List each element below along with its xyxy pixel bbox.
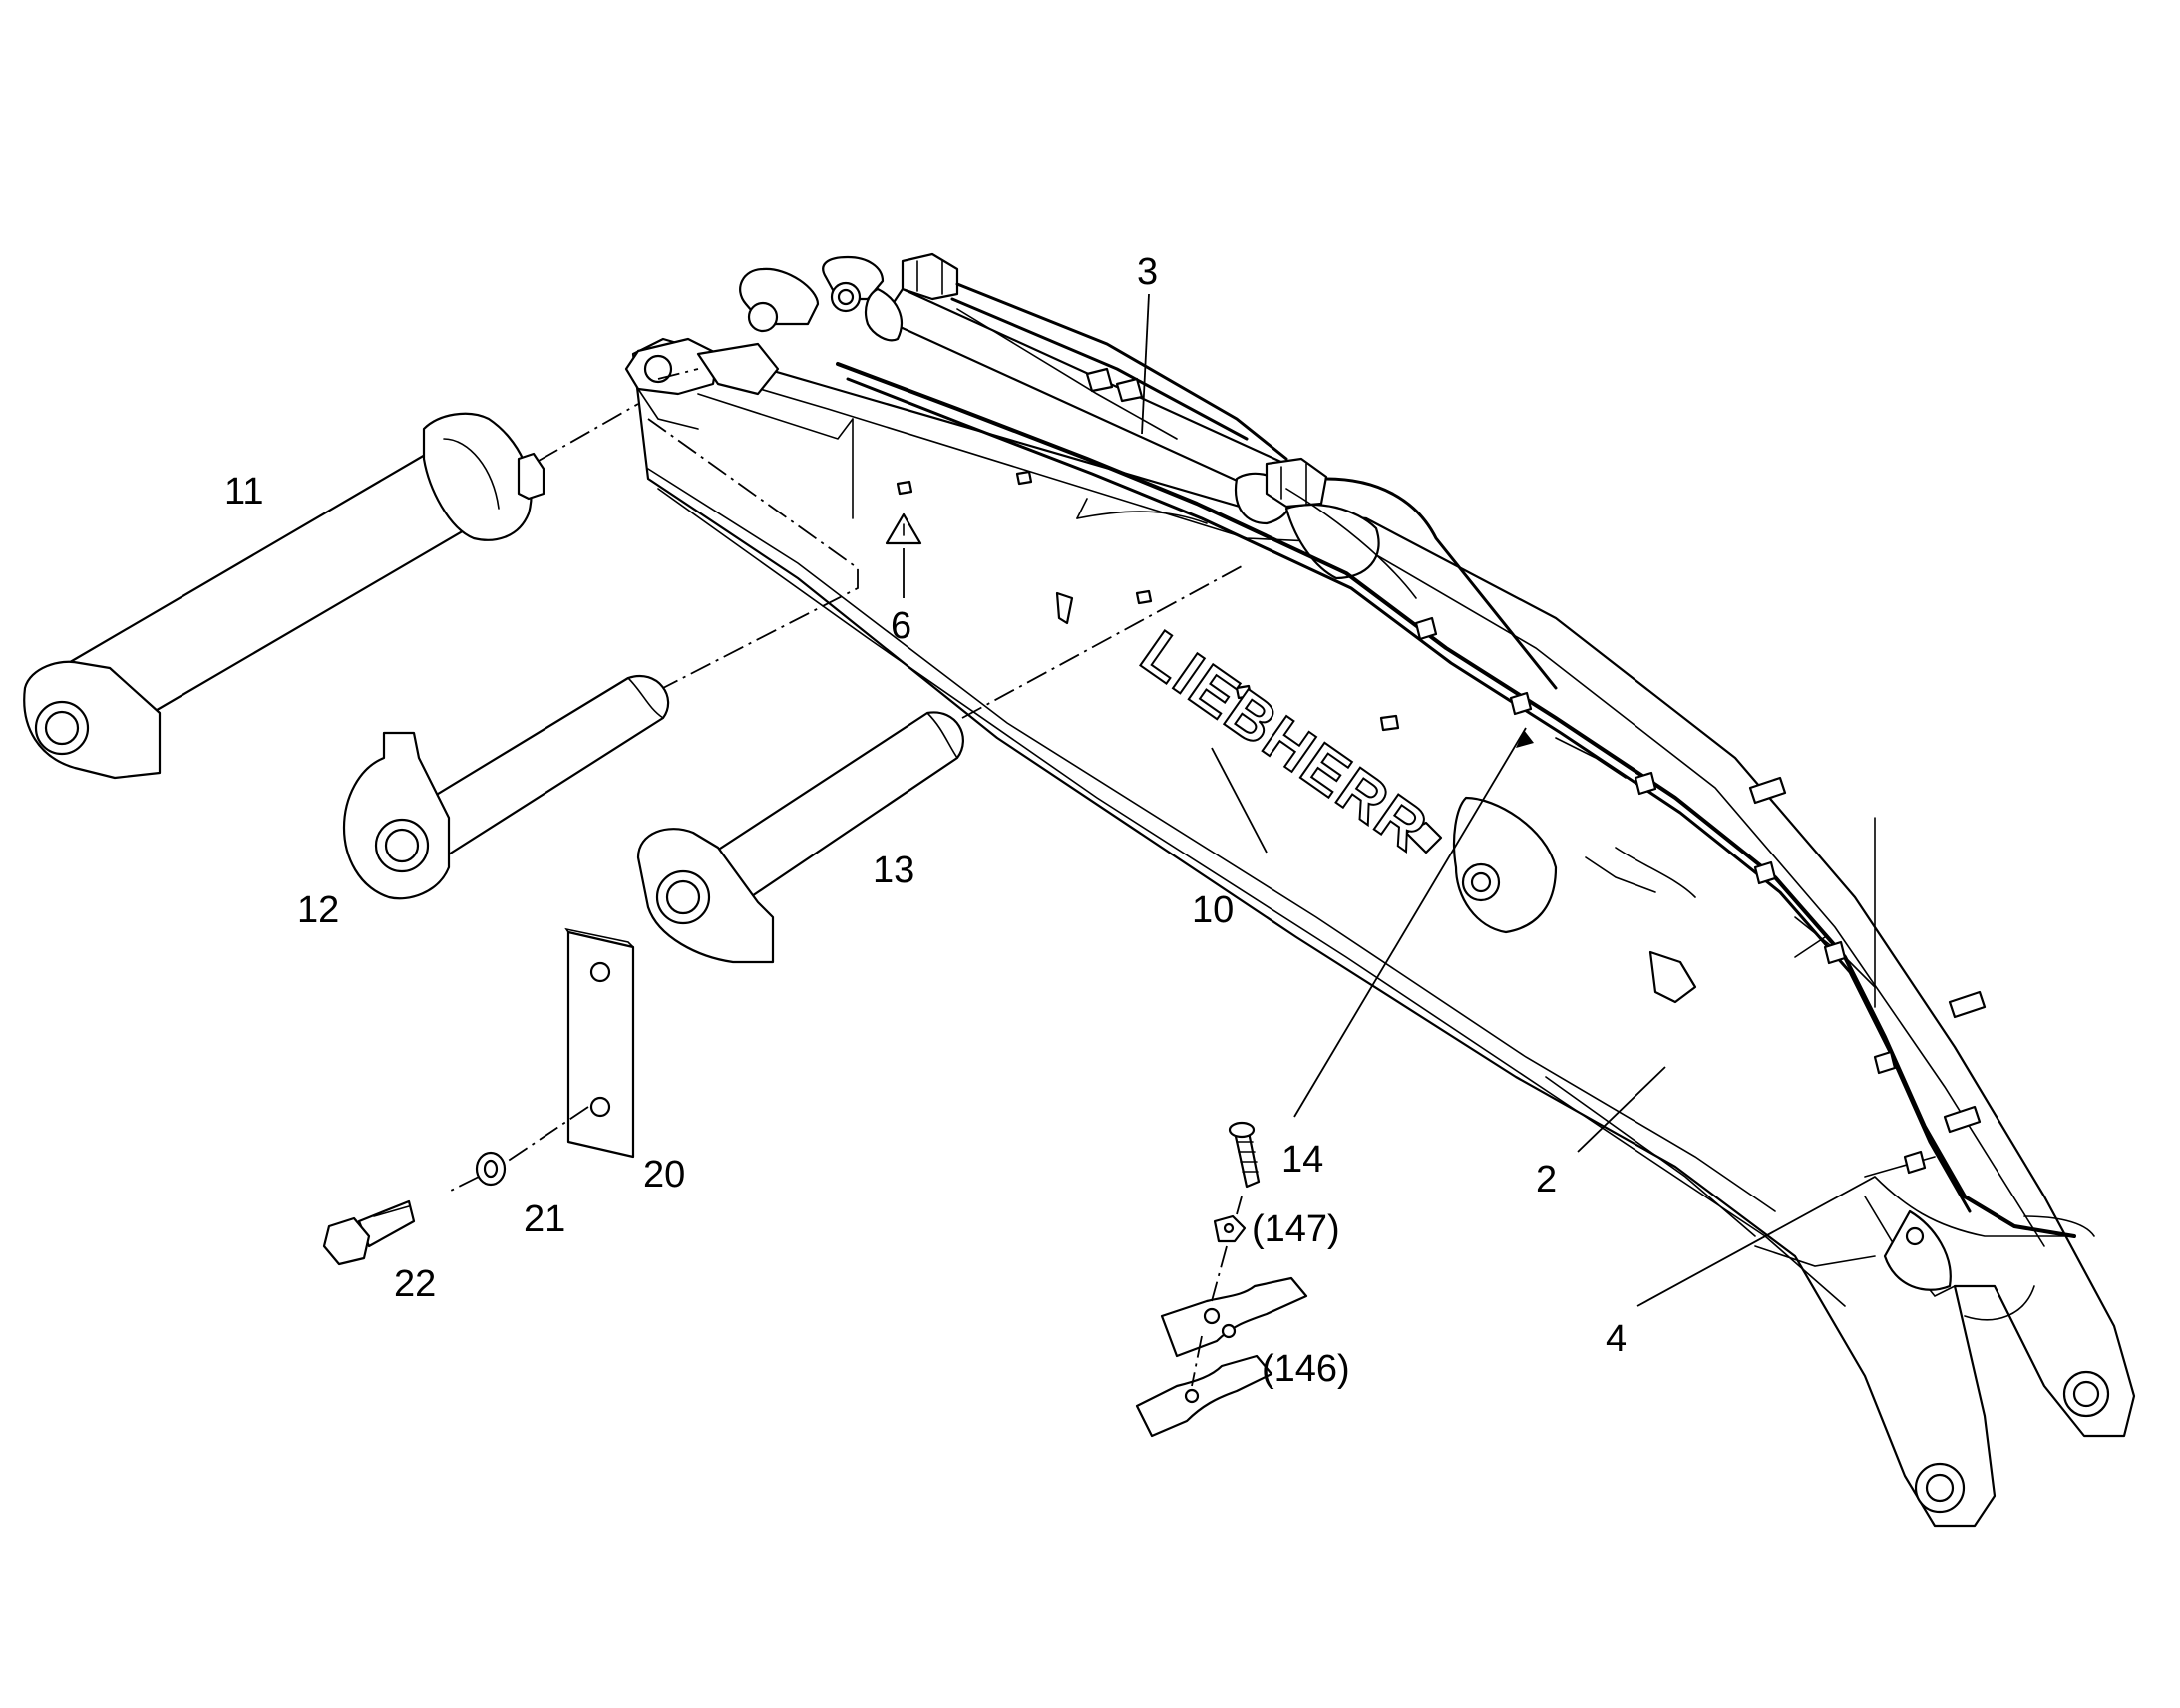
callout-20: 20 <box>643 1154 685 1196</box>
pin-13 <box>636 711 964 964</box>
boom-details <box>896 470 1697 1004</box>
boom-body <box>631 337 2136 1528</box>
washer-21 <box>475 1151 507 1187</box>
leader-lines <box>903 293 1876 1307</box>
callout-13: 13 <box>873 850 914 891</box>
callout-14: 14 <box>1281 1139 1323 1181</box>
callout-21: 21 <box>524 1198 565 1240</box>
warning-triangle-icon <box>885 512 922 545</box>
clamp-146-lower <box>1135 1354 1273 1438</box>
callout-12: 12 <box>297 889 339 931</box>
callout-147: (147) <box>1252 1208 1340 1250</box>
screw-14 <box>1228 1121 1261 1189</box>
callout-2: 2 <box>1536 1159 1557 1200</box>
clamp-146-upper <box>1160 1276 1308 1358</box>
boom-cylinder <box>739 252 1558 690</box>
callout-22: 22 <box>394 1263 436 1305</box>
callout-11: 11 <box>224 471 263 512</box>
callout-10: 10 <box>1192 889 1234 931</box>
nut-147 <box>1213 1214 1247 1243</box>
callout-6: 6 <box>891 605 911 647</box>
callout-4: 4 <box>1606 1318 1627 1360</box>
pin-11 <box>23 412 545 780</box>
hose-harness <box>836 362 2095 1238</box>
boom-nose <box>624 337 854 440</box>
callout-3: 3 <box>1137 251 1158 293</box>
center-lines <box>448 368 1243 1387</box>
callouts: 3 11 6 12 13 10 14 (147) (146) 2 4 20 21… <box>224 251 1627 1390</box>
pin-12 <box>342 675 670 900</box>
bolt-22 <box>322 1199 416 1266</box>
plate-20 <box>564 927 635 1159</box>
boom-foot <box>1883 1209 2110 1514</box>
callout-146: (146) <box>1262 1348 1350 1390</box>
